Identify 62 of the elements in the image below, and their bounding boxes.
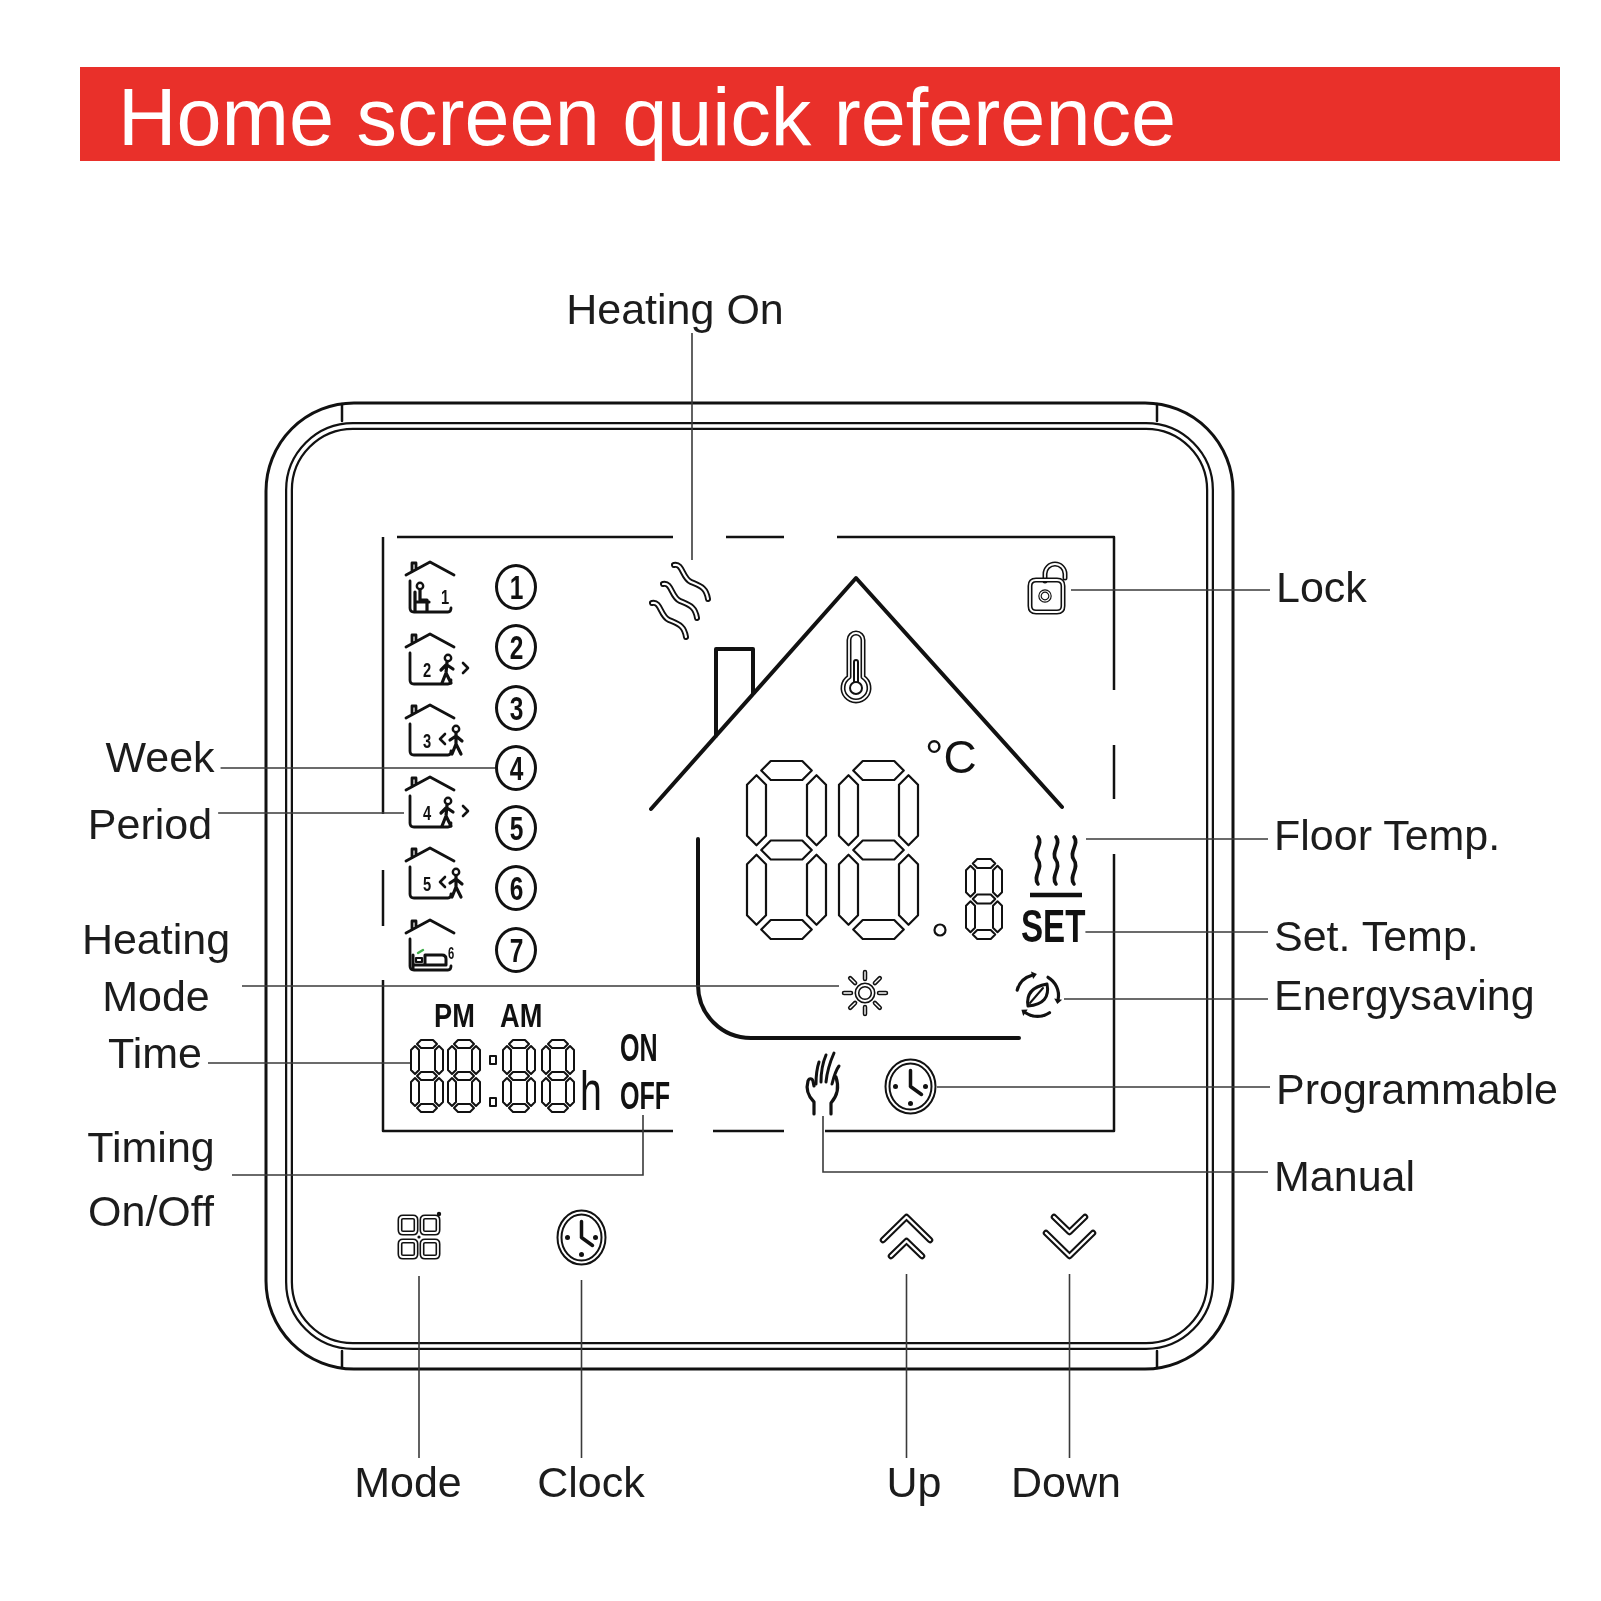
period-number: 4 — [423, 802, 432, 823]
leader-line — [217, 812, 405, 814]
double-chevron-down-icon — [1041, 1213, 1098, 1260]
callout-label: Floor Temp. — [1268, 811, 1507, 859]
period-number: 2 — [423, 659, 432, 680]
period-number: 1 — [441, 586, 450, 607]
unit-label: h — [580, 1063, 602, 1119]
callout-label: Time — [102, 1029, 208, 1077]
lcd-indicator-label: SET — [1021, 903, 1086, 949]
lcd-indicator-label: ON — [620, 1029, 658, 1067]
leader-line — [905, 1273, 908, 1459]
clock-icon — [884, 1058, 937, 1115]
callout-label: Mode — [348, 1458, 468, 1506]
lcd-indicator-label: OFF — [620, 1077, 671, 1115]
circled-number: 4 — [495, 745, 537, 791]
circled-number: 7 — [495, 927, 537, 973]
title-banner: Home screen quick reference — [80, 67, 1560, 161]
leader-line — [1084, 931, 1269, 933]
leader-line — [1063, 998, 1269, 1000]
leader-line — [580, 1279, 583, 1459]
lcd-indicator-label: PM — [434, 998, 475, 1032]
lcd-indicator-label: AM — [500, 998, 543, 1032]
leader-line — [1085, 838, 1269, 840]
callout-label: Lock — [1270, 563, 1373, 611]
period-number: 6 — [448, 946, 455, 962]
leader-line — [241, 985, 840, 987]
period-number: 5 — [423, 873, 432, 894]
leader-line — [418, 1275, 420, 1459]
callout-label: Heating Mode — [70, 911, 242, 1025]
unit-label: °C — [925, 734, 977, 780]
grid-icon — [396, 1211, 442, 1262]
leader-line — [231, 1114, 644, 1176]
callout-label: Energysaving — [1268, 971, 1541, 1019]
leader-line — [1070, 589, 1271, 591]
hand-icon — [803, 1050, 843, 1116]
clock-icon — [556, 1209, 607, 1266]
callout-label: Clock — [531, 1458, 651, 1506]
circled-number: 1 — [495, 564, 537, 610]
heat-waves-icon — [649, 560, 713, 643]
circled-number: 2 — [495, 624, 537, 670]
leader-line — [207, 1062, 411, 1064]
callout-label: Programmable — [1270, 1065, 1564, 1113]
leader-line — [691, 332, 693, 561]
callout-label: Manual — [1268, 1152, 1422, 1200]
callout-label: Period — [81, 800, 219, 848]
period-number: 3 — [423, 730, 432, 751]
callout-label: Down — [1005, 1458, 1127, 1506]
circled-number: 5 — [495, 805, 537, 851]
leader-line — [822, 1115, 1269, 1173]
callout-label: Timing On/Off — [70, 1115, 232, 1243]
callout-label: Heating On — [560, 285, 790, 333]
seven-segment-display — [410, 1039, 574, 1113]
leader-line — [219, 767, 496, 769]
leader-line — [1068, 1273, 1071, 1459]
circled-number: 6 — [495, 865, 537, 911]
double-chevron-up-icon — [878, 1213, 935, 1260]
circled-number: 3 — [495, 685, 537, 731]
callout-label: Week — [99, 733, 221, 781]
callout-label: Set. Temp. — [1268, 912, 1485, 960]
callout-label: Up — [880, 1458, 948, 1506]
padlock-icon — [1027, 562, 1071, 616]
leader-line — [936, 1086, 1271, 1088]
